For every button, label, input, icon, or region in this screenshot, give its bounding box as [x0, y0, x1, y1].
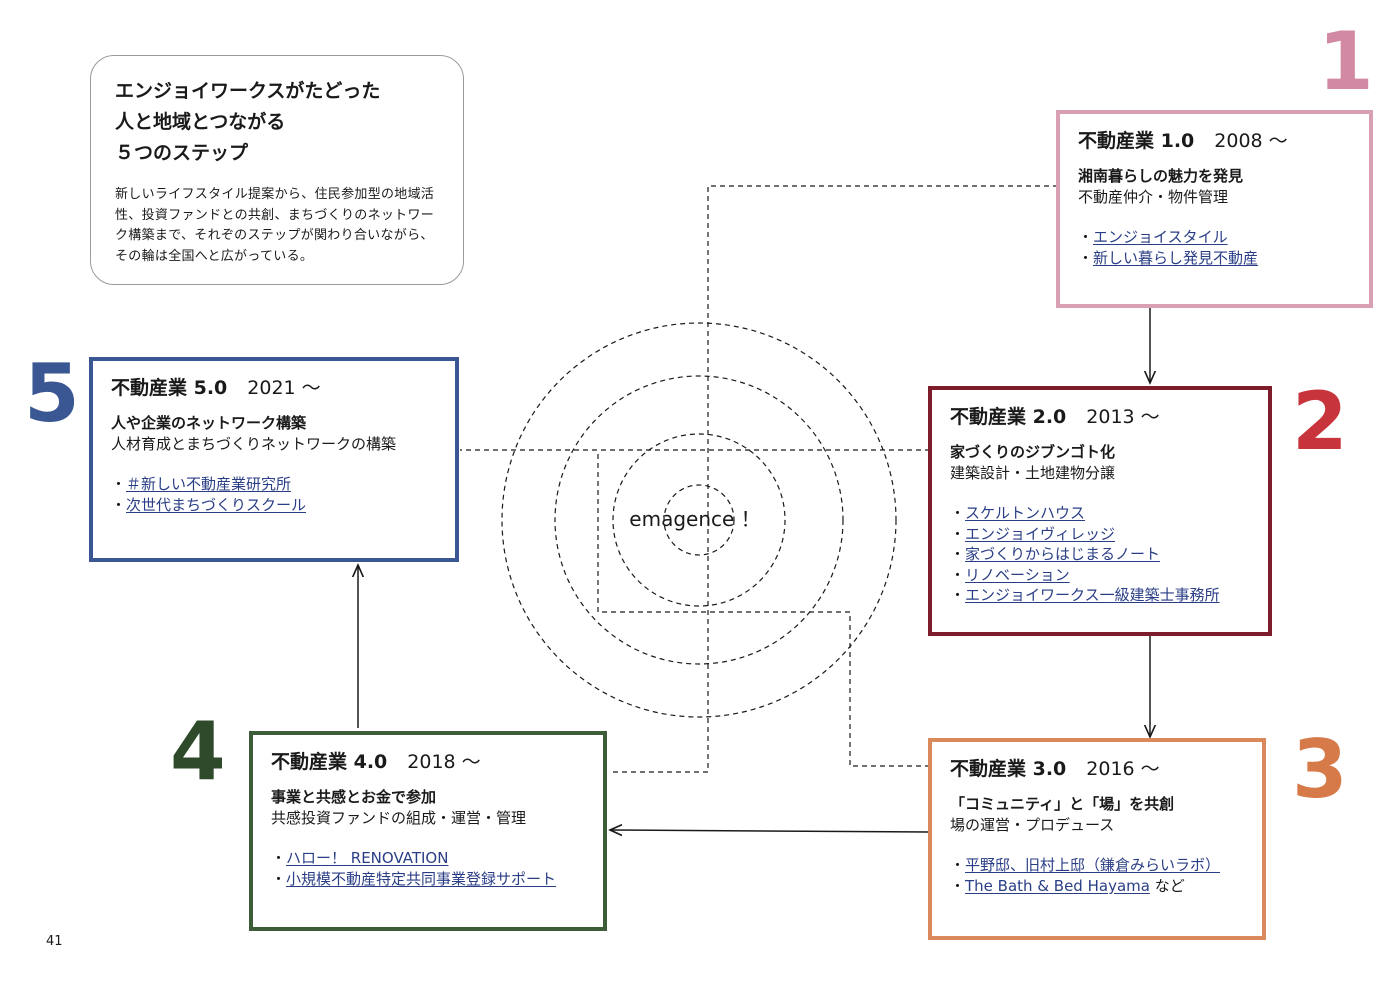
- step-link[interactable]: 平野邸、旧村上邸（鎌倉みらいラボ）: [965, 856, 1221, 874]
- step-subtitle: 「コミュニティ」と「場」を共創: [950, 795, 1175, 813]
- center-label: emagence ！: [629, 507, 761, 531]
- step-description: 不動産仲介・物件管理: [1078, 187, 1229, 206]
- step-number-2: 2: [1292, 375, 1348, 468]
- intro-title-line: エンジョイワークスがたどった: [115, 80, 381, 102]
- step-box-3: 不動産業 3.0 2016 〜 「コミュニティ」と「場」を共創 場の運営・プロデュ…: [928, 738, 1266, 940]
- step-year: 2008 〜: [1214, 130, 1288, 152]
- list-item: ・リノベーション: [950, 565, 1070, 584]
- step-title: 不動産業 2.0 2013 〜: [950, 404, 1250, 430]
- circle-ring-outer: [501, 322, 897, 718]
- list-item: ・小規模不動産特定共同事業登録サポート: [271, 869, 557, 888]
- step-box-2: 不動産業 2.0 2013 〜 家づくりのジブンゴト化 建築設計・土地建物分譲 ・…: [928, 386, 1272, 636]
- step-name: 不動産業 3.0: [950, 758, 1067, 780]
- intro-title: エンジョイワークスがたどった 人と地域とつながる ５つのステップ: [115, 76, 439, 169]
- list-item: ・家づくりからはじまるノート: [950, 545, 1161, 563]
- step-box-5: 不動産業 5.0 2021 〜 人や企業のネットワーク構築 人材育成とまちづくりネ…: [89, 357, 459, 562]
- step-number-3: 3: [1292, 723, 1348, 816]
- list-item: ・エンジョイヴィレッジ: [950, 524, 1116, 543]
- circle-ring-2: [554, 375, 844, 665]
- list-item: ・スケルトンハウス: [950, 504, 1086, 522]
- step-number-5: 5: [24, 347, 80, 440]
- step-link-list: ・エンジョイスタイル ・新しい暮らし発見不動産: [1078, 227, 1351, 268]
- step-description: 建築設計・土地建物分譲: [950, 463, 1116, 482]
- step-box-1: 不動産業 1.0 2008 〜 湘南暮らしの魅力を発見 不動産仲介・物件管理 ・エ…: [1056, 110, 1373, 308]
- step-link[interactable]: スケルトンハウス: [965, 504, 1086, 522]
- step-number-4: 4: [170, 705, 226, 798]
- step-link[interactable]: ＃新しい不動産業研究所: [126, 475, 292, 493]
- step-title: 不動産業 3.0 2016 〜: [950, 756, 1244, 782]
- intro-box: エンジョイワークスがたどった 人と地域とつながる ５つのステップ 新しいライフス…: [90, 55, 464, 285]
- step-subtitle: 人や企業のネットワーク構築: [111, 414, 307, 432]
- step-name: 不動産業 5.0: [111, 377, 228, 399]
- step-link-list: ・ハロー！ RENOVATION ・小規模不動産特定共同事業登録サポート: [271, 848, 585, 889]
- step-name: 不動産業 2.0: [950, 406, 1067, 428]
- step-link-list: ・平野邸、旧村上邸（鎌倉みらいラボ） ・The Bath & Bed Hayam…: [950, 855, 1244, 896]
- step-link[interactable]: リノベーション: [965, 565, 1070, 584]
- step-year: 2021 〜: [247, 377, 321, 399]
- step-description: 場の運営・プロデュース: [950, 815, 1115, 834]
- step-year: 2013 〜: [1086, 406, 1160, 428]
- list-item: ・エンジョイワークス一級建築士事務所: [950, 586, 1220, 604]
- circle-ring-inner: [663, 484, 735, 556]
- list-item: ・平野邸、旧村上邸（鎌倉みらいラボ）: [950, 856, 1221, 874]
- step-subtitle: 事業と共感とお金で参加: [271, 788, 437, 806]
- list-item: ・ハロー！ RENOVATION: [271, 849, 449, 867]
- step-description: 人材育成とまちづくりネットワークの構築: [111, 434, 397, 453]
- step-link[interactable]: 次世代まちづくりスクール: [126, 495, 307, 514]
- step-year: 2016 〜: [1086, 758, 1160, 780]
- step-link[interactable]: 小規模不動産特定共同事業登録サポート: [286, 869, 557, 888]
- list-item: ・新しい暮らし発見不動産: [1078, 248, 1259, 267]
- step-link[interactable]: ハロー！ RENOVATION: [286, 849, 449, 867]
- step-link[interactable]: 新しい暮らし発見不動産: [1093, 248, 1259, 267]
- list-item: ・次世代まちづくりスクール: [111, 495, 307, 514]
- step-name: 不動産業 4.0: [271, 751, 388, 773]
- list-item: ・エンジョイスタイル: [1078, 228, 1228, 246]
- step-title: 不動産業 1.0 2008 〜: [1078, 128, 1351, 154]
- step-name: 不動産業 1.0: [1078, 130, 1195, 152]
- step-link-list: ・スケルトンハウス ・エンジョイヴィレッジ ・家づくりからはじまるノート ・リノ…: [950, 503, 1250, 606]
- step-link-list: ・＃新しい不動産業研究所 ・次世代まちづくりスクール: [111, 474, 437, 515]
- connector-step1: [610, 185, 1058, 773]
- step-box-4: 不動産業 4.0 2018 〜 事業と共感とお金で参加 共感投資ファンドの組成・運…: [249, 731, 607, 931]
- step-link[interactable]: エンジョイスタイル: [1093, 228, 1228, 246]
- page-number: 41: [46, 934, 63, 949]
- intro-title-line: ５つのステップ: [115, 142, 249, 164]
- step-description: 共感投資ファンドの組成・運営・管理: [271, 808, 527, 827]
- connector-step3: [597, 450, 930, 767]
- step-title: 不動産業 5.0 2021 〜: [111, 375, 437, 401]
- step-link[interactable]: The Bath & Bed Hayama: [965, 876, 1150, 895]
- step-subtitle: 家づくりのジブンゴト化: [950, 443, 1116, 461]
- step-link[interactable]: エンジョイワークス一級建築士事務所: [965, 586, 1220, 604]
- step-subtitle: 湘南暮らしの魅力を発見: [1078, 167, 1244, 185]
- circle-ring-3: [612, 433, 786, 607]
- list-item: ・＃新しい不動産業研究所: [111, 475, 292, 493]
- step-link[interactable]: エンジョイヴィレッジ: [965, 524, 1116, 543]
- step-number-1: 1: [1318, 15, 1374, 108]
- list-item: ・The Bath & Bed Hayama など: [950, 876, 1185, 895]
- step-year: 2018 〜: [407, 751, 481, 773]
- arrow-3-to-4: [610, 830, 929, 832]
- intro-title-line: 人と地域とつながる: [115, 111, 286, 133]
- intro-body: 新しいライフスタイル提案から、住民参加型の地域活性、投資ファンドとの共創、まちづ…: [115, 187, 435, 264]
- item-suffix: など: [1154, 876, 1185, 895]
- step-title: 不動産業 4.0 2018 〜: [271, 749, 585, 775]
- step-link[interactable]: 家づくりからはじまるノート: [965, 545, 1161, 563]
